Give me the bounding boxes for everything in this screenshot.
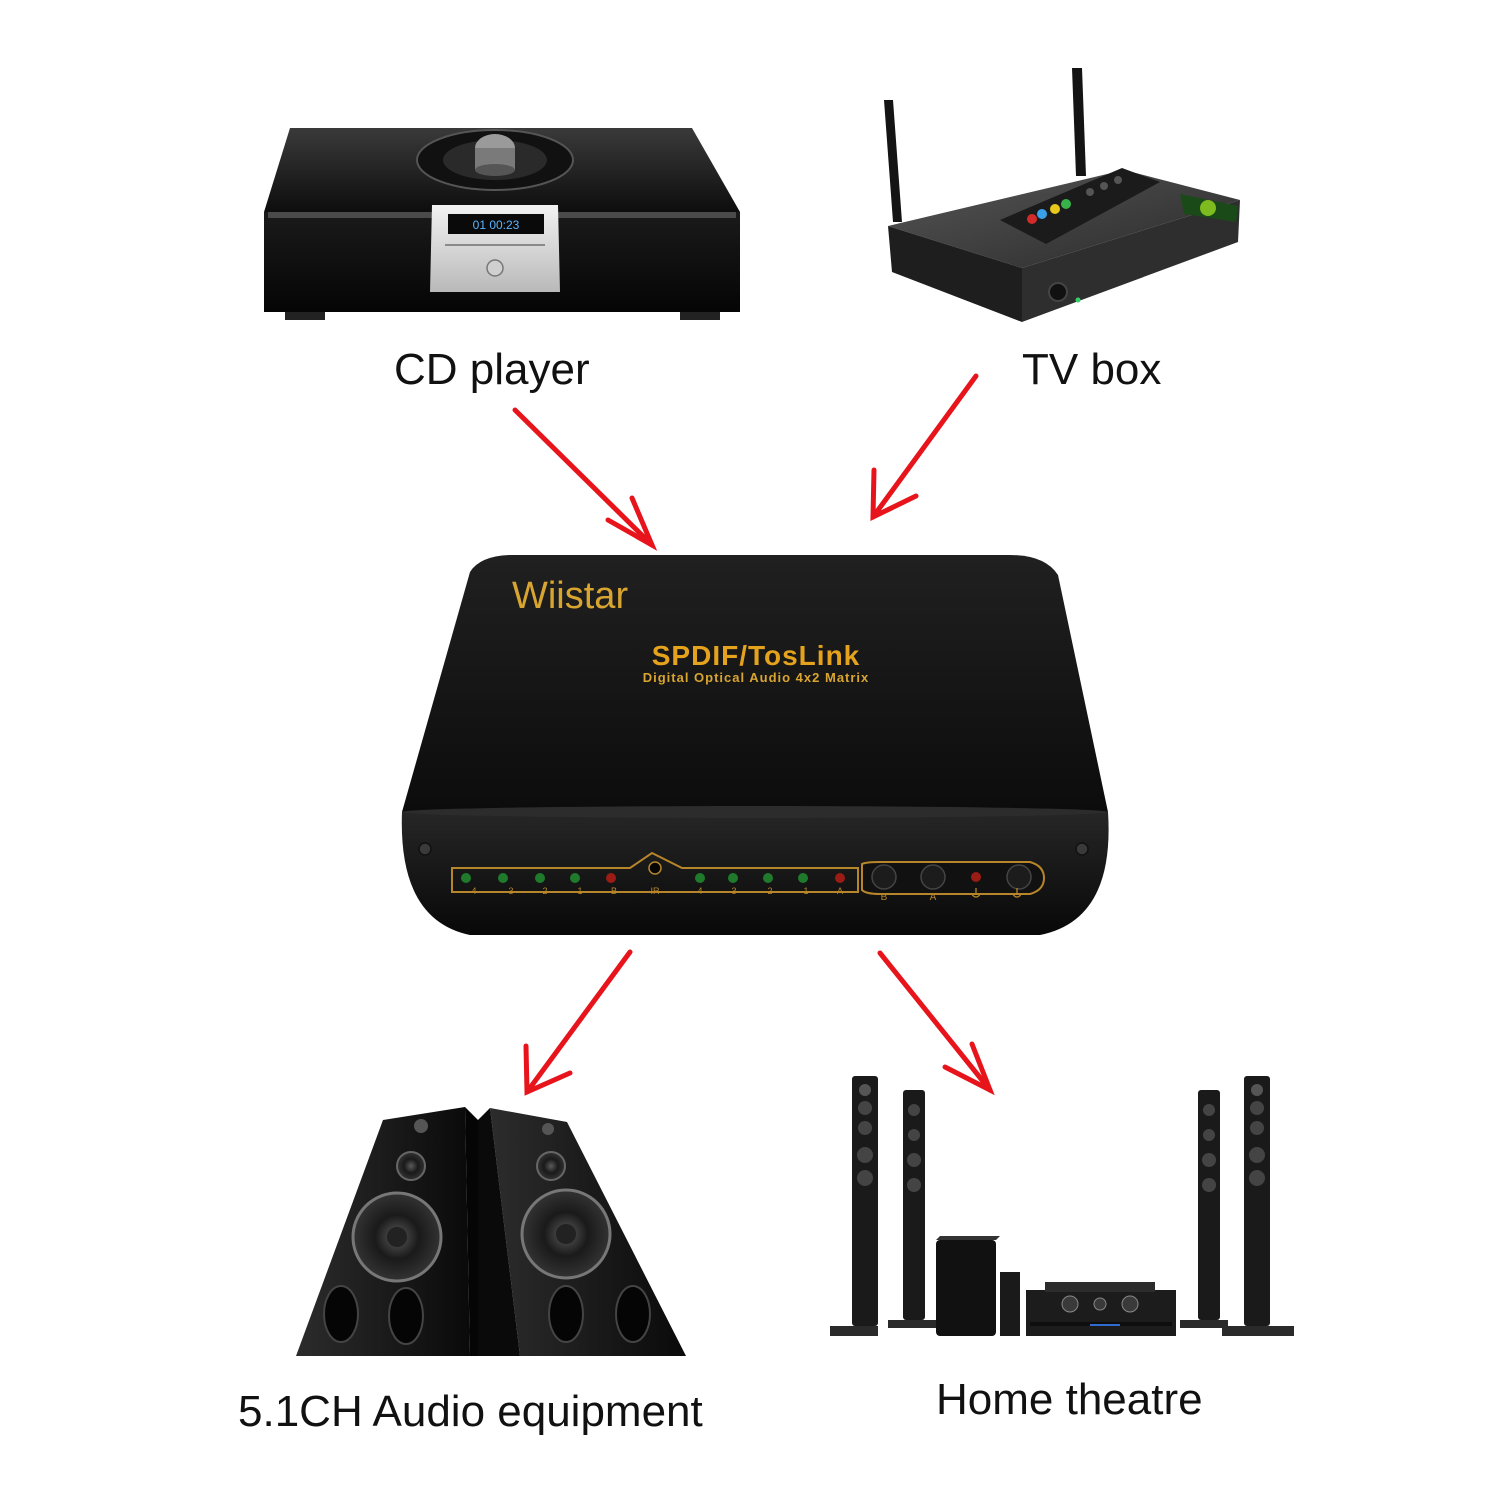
led: [570, 873, 580, 883]
device-title: SPDIF/TosLink: [652, 640, 861, 671]
speakers-image: [296, 1107, 686, 1356]
led-label: B: [611, 886, 617, 896]
power-button: [1006, 864, 1032, 890]
led: [728, 873, 738, 883]
button-label: A: [930, 892, 937, 903]
led: [535, 873, 545, 883]
home-theatre-label: Home theatre: [936, 1375, 1203, 1424]
led: [461, 873, 471, 883]
cd-player-label: CD player: [394, 345, 590, 394]
led: [606, 873, 616, 883]
led: [835, 873, 845, 883]
led-label: 3: [731, 886, 736, 896]
arrows: [512, 373, 995, 1096]
audio-matrix-device: Wiistar SPDIF/TosLink Digital Optical Au…: [401, 555, 1109, 935]
home-theatre-image: [830, 1076, 1294, 1336]
led: [695, 873, 705, 883]
led: [798, 873, 808, 883]
led-row: [461, 873, 845, 883]
ir-label: IR: [651, 886, 661, 896]
led-label: 1: [577, 886, 582, 896]
led-labels: 4 3 2 1 B IR 4 3 2 1 A: [471, 886, 843, 896]
led-label: 4: [471, 886, 476, 896]
power-led: [971, 872, 981, 882]
tv-box-image: [884, 68, 1240, 322]
brand-logo: Wiistar: [512, 575, 628, 617]
led: [763, 873, 773, 883]
arrow-tv-to-matrix: [870, 373, 979, 522]
led-label: 3: [508, 886, 513, 896]
led-label: 1: [803, 886, 808, 896]
cd-display-text: 01 00:23: [473, 218, 520, 232]
device-subtitle: Digital Optical Audio 4x2 Matrix: [643, 670, 870, 685]
power-icon: [971, 888, 1022, 898]
cd-player-image: 01 00:23: [264, 128, 740, 320]
led-label: 2: [767, 886, 772, 896]
arrow-cd-to-matrix: [512, 407, 658, 551]
arrow-matrix-to-home-theatre: [877, 950, 995, 1096]
led-label: 2: [542, 886, 547, 896]
led-label: 4: [697, 886, 702, 896]
output-a-button: [920, 864, 946, 890]
led: [498, 873, 508, 883]
output-b-button: [871, 864, 897, 890]
audio-equipment-label: 5.1CH Audio equipment: [238, 1387, 703, 1436]
arrow-matrix-to-speakers: [523, 949, 633, 1096]
button-label: B: [881, 892, 888, 903]
tv-box-label: TV box: [1022, 345, 1162, 394]
led-label: A: [837, 886, 843, 896]
